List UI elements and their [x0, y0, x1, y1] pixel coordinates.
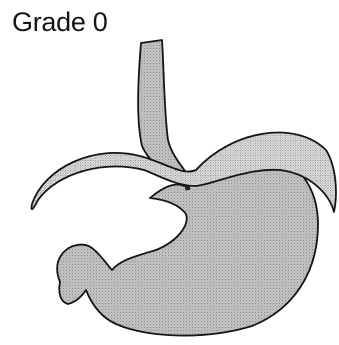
grade-title: Grade 0: [12, 6, 107, 38]
